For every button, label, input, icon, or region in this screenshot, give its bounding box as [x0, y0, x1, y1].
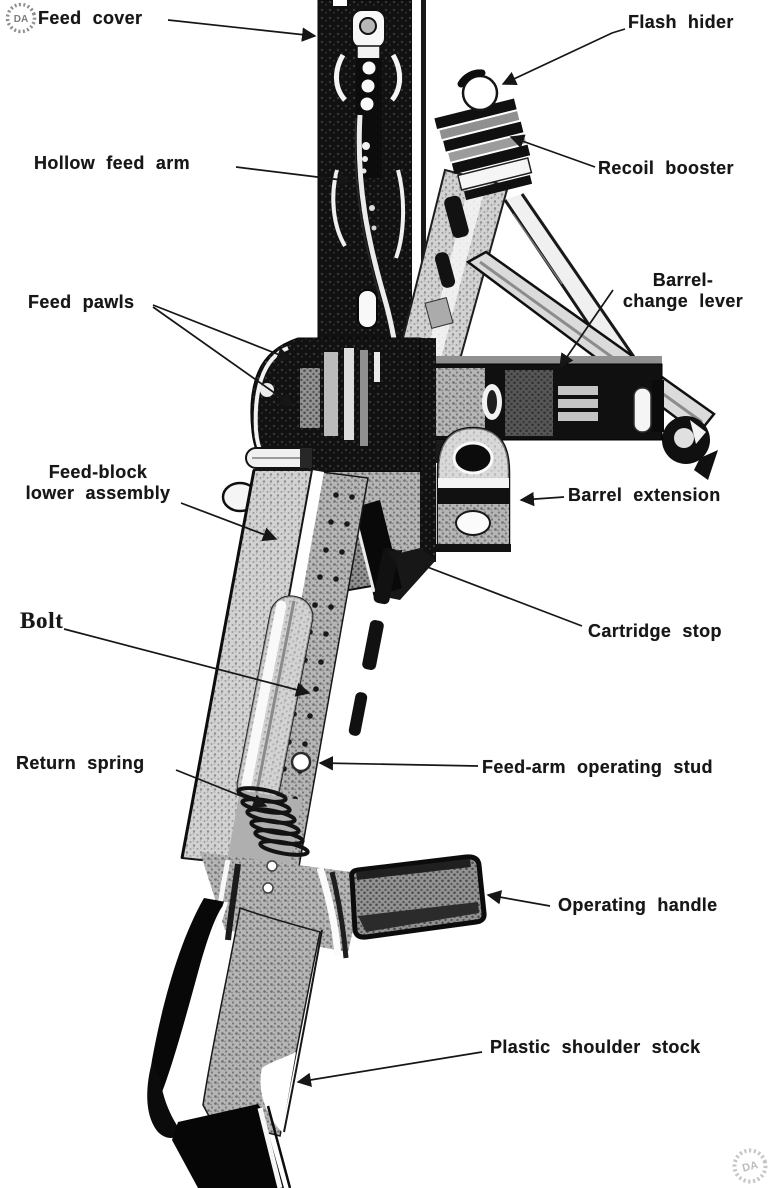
leader-plastic-shoulder-stock: [296, 1051, 483, 1088]
leader-feed-block-lower-assembly: [180, 502, 278, 542]
leader-lines: [63, 19, 626, 1088]
feed-arm-operating-stud-dot: [290, 751, 312, 773]
receiver-tubes: [180, 469, 399, 873]
label-feed-pawls: Feed pawls: [28, 292, 135, 312]
leader-bolt: [63, 628, 311, 697]
label-feed-block-line2: lower assembly: [25, 483, 171, 503]
da-watermark-bottom-right: DA: [726, 1142, 768, 1186]
label-feed-cover: Feed cover: [38, 8, 143, 28]
leader-recoil-booster: [509, 134, 596, 168]
spring-housing: [228, 790, 302, 866]
leader-operating-handle: [486, 890, 551, 907]
leader-feed-pawls-lower: [152, 306, 295, 407]
watermark-initials: DA: [741, 1159, 759, 1175]
label-feed-arm-operating-stud: Feed-arm operating stud: [482, 757, 713, 777]
label-barrel-change-lever-line2: change lever: [622, 291, 744, 311]
leader-hollow-feed-arm: [235, 166, 352, 187]
recoil-booster-rings: [434, 98, 533, 201]
leader-feed-pawls-upper: [152, 304, 292, 361]
leader-cartridge-stop: [386, 549, 583, 627]
leader-feed-cover: [167, 19, 317, 42]
label-flash-hider: Flash hider: [628, 12, 734, 32]
flash-hider-ball: [457, 69, 499, 112]
bolt-cylinder: [236, 595, 314, 807]
label-feed-block-lower-assembly: Feed-block lower assembly: [14, 462, 182, 504]
label-return-spring: Return spring: [16, 753, 145, 773]
label-feed-block-line1: Feed-block: [48, 462, 148, 482]
label-barrel-change-lever-line1: Barrel-: [652, 270, 714, 290]
leader-feed-arm-operating-stud: [318, 756, 479, 771]
operating-handle-shape: [349, 854, 487, 940]
leader-barrel-extension: [519, 491, 565, 507]
label-hollow-feed-arm: Hollow feed arm: [34, 153, 190, 173]
leader-return-spring: [175, 769, 268, 808]
label-barrel-extension: Barrel extension: [568, 485, 721, 505]
leader-barrel-change-lever: [559, 289, 614, 369]
label-recoil-booster: Recoil booster: [598, 158, 734, 178]
watermark-initials: DA: [14, 14, 28, 25]
label-bolt: Bolt: [20, 608, 64, 633]
da-watermark-top-left: DA: [2, 0, 40, 38]
shoulder-stock: [147, 898, 323, 1188]
label-barrel-change-lever: Barrel- change lever: [616, 270, 750, 312]
leader-flash-hider: [501, 28, 626, 86]
label-operating-handle: Operating handle: [558, 895, 718, 915]
label-cartridge-stop: Cartridge stop: [588, 621, 722, 641]
label-plastic-shoulder-stock: Plastic shoulder stock: [490, 1037, 701, 1057]
